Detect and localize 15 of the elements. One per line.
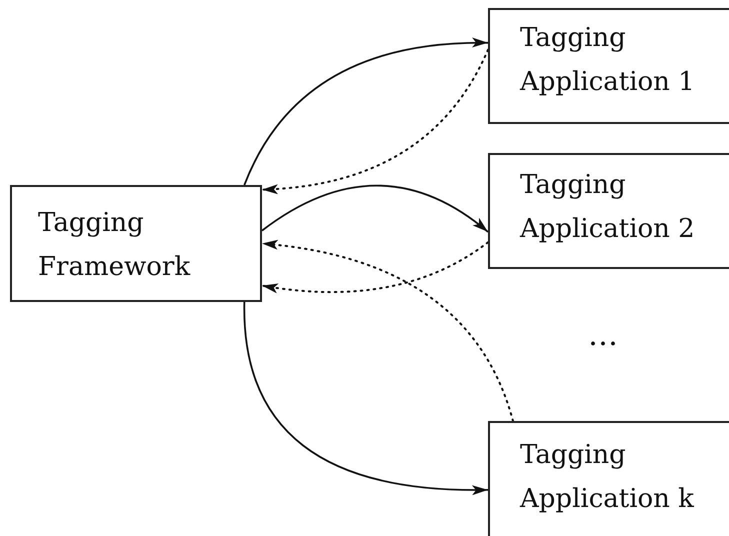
box-label: Tagging Framework: [38, 207, 192, 284]
ellipsis-label: …: [588, 318, 618, 353]
box-label: Tagging Application 2: [520, 169, 696, 246]
arrow: [261, 241, 489, 294]
arrow: [261, 48, 489, 194]
arrow: [261, 184, 489, 233]
box-label: Tagging Application k: [520, 439, 695, 516]
process-box: [488, 153, 729, 269]
process-box: [488, 8, 729, 124]
arrow: [243, 302, 488, 495]
process-box: [488, 421, 729, 536]
box-label: Tagging Application 1: [520, 22, 696, 99]
arrow: [244, 38, 488, 186]
process-box: [10, 185, 262, 302]
arrow: [261, 240, 514, 422]
